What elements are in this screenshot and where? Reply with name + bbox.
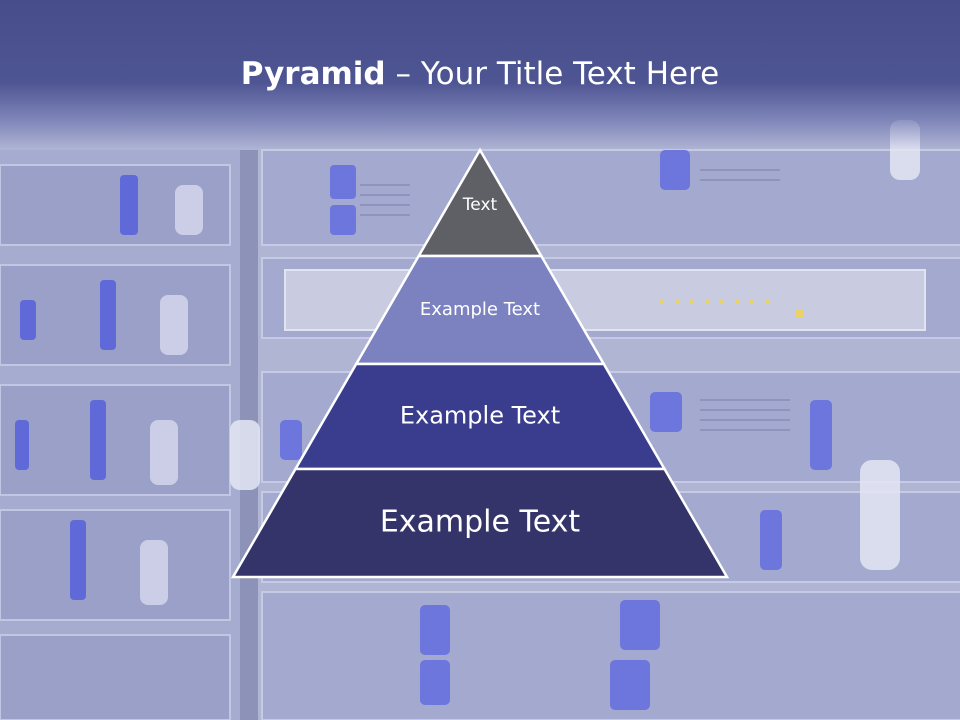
pyramid-tier-3-label: Example Text — [400, 402, 560, 430]
pyramid-tier-2-label: Example Text — [420, 299, 540, 320]
pyramid-tier-top-label: Text — [462, 195, 498, 215]
slide-title-bold: Pyramid — [240, 56, 386, 92]
pyramid-tier-bottom-label: Example Text — [380, 505, 581, 540]
slide-title-rest: – Your Title Text Here — [385, 56, 720, 92]
pyramid-tier-bottom — [230, 467, 730, 579]
title-band — [0, 0, 960, 150]
slide-title: Pyramid – Your Title Text Here — [0, 52, 960, 96]
